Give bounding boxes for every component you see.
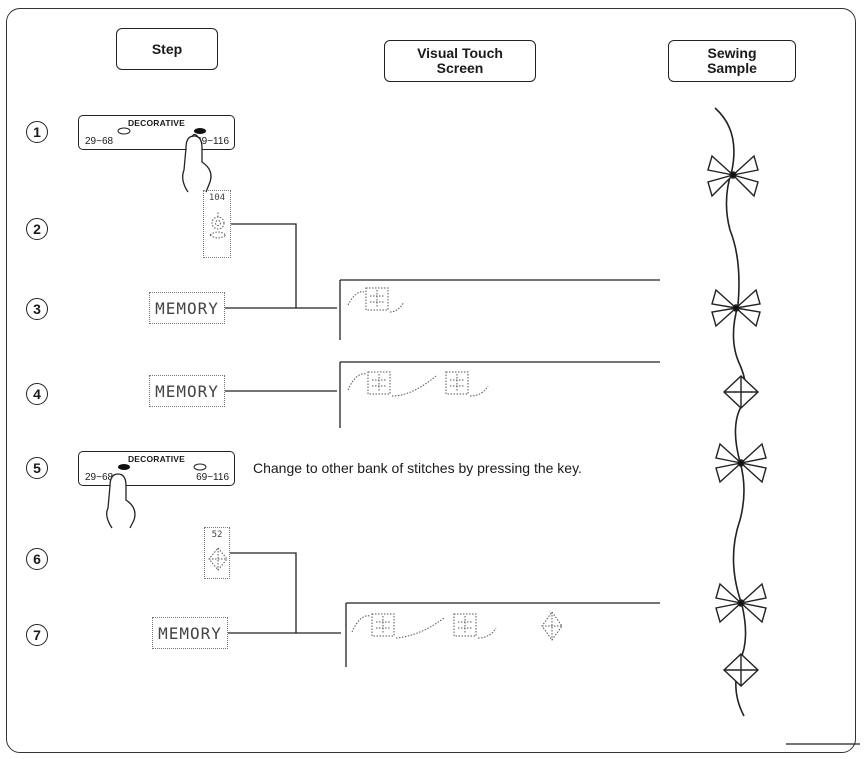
pressing-finger-icon [107, 474, 135, 528]
cross-flower-motif-icon [716, 444, 766, 482]
pressing-finger-icon [183, 135, 211, 193]
diamond-motif-icon [724, 654, 758, 686]
lcd-screen-step7 [346, 603, 660, 667]
lcd-screen-step4 [340, 362, 660, 428]
cross-flower-motif-icon [716, 584, 766, 622]
cross-flower-motif-icon [712, 290, 760, 326]
sewing-sample-stitch-line [715, 108, 746, 716]
lcd-stitch-previews [348, 288, 562, 640]
indicator-lamps-step1 [118, 128, 206, 134]
connector-lines [225, 224, 341, 633]
indicator-lamps-step5 [118, 464, 206, 470]
lcd-screen-step3 [340, 280, 660, 340]
diamond-motif-icon [724, 376, 758, 408]
